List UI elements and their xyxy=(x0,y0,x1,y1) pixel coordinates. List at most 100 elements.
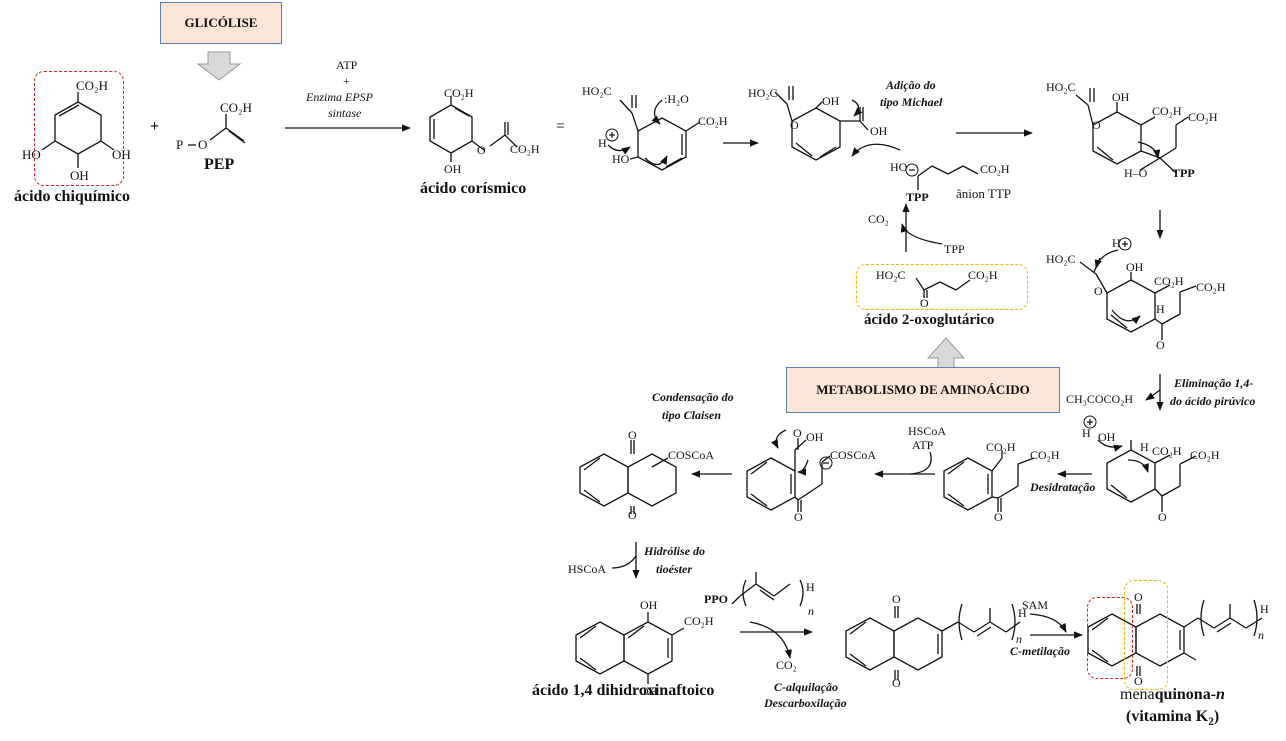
oxoglutaric-acid-structure xyxy=(915,277,971,298)
atom-co2h: CO₂H xyxy=(1152,104,1182,118)
decarboxylation-step: Descarboxilação xyxy=(764,696,847,710)
atom-co2h: CO₂H xyxy=(980,162,1010,176)
dehydration-step: Desidratação xyxy=(1030,480,1096,494)
atom-o: O xyxy=(1134,674,1143,688)
quinone-ring-highlight xyxy=(1124,580,1168,690)
dhna-structure xyxy=(575,612,685,684)
atom-coscoa: COSCoA xyxy=(830,448,877,462)
vitamin-k2-label: (vitamina K2) xyxy=(1126,708,1219,728)
glycolysis-arrow xyxy=(196,51,242,81)
amino-acid-metabolism-box: METABOLISMO DE AMINOÁCIDO xyxy=(786,367,1060,413)
atom-co2h: CO₂H xyxy=(1188,110,1218,124)
atom-o: O xyxy=(1158,510,1167,524)
plus-label: + xyxy=(343,74,350,88)
atom-oh: OH xyxy=(870,124,888,138)
elimination-step-2: do ácido pirúvico xyxy=(1170,394,1256,408)
atom-o: O xyxy=(790,118,799,132)
tpp-label: TPP xyxy=(944,242,965,256)
atom-p: P xyxy=(176,137,184,152)
atom-ho2c: HO₂C xyxy=(748,86,778,100)
atom-h: H xyxy=(1018,606,1027,620)
vitamin-k2-a: (vitamina K xyxy=(1126,708,1209,725)
menaquinone-label-b: quinona- xyxy=(1154,686,1217,703)
atom-ho2c: HO₂C xyxy=(582,84,612,98)
atom-o: O xyxy=(794,510,803,524)
demethylmenaquinone-structure xyxy=(845,603,1021,680)
atom-oh: OH xyxy=(640,684,658,698)
atom-coscoa: COSCoA xyxy=(668,448,715,462)
tpp-anion-structure xyxy=(917,165,979,190)
anion-ttp-label: ânion TTP xyxy=(956,186,1012,201)
co2-label: CO₂ xyxy=(868,212,889,226)
atom-oh: OH xyxy=(112,147,131,162)
atom-co2h: CO₂H xyxy=(1196,280,1226,294)
intermediate-5-structure xyxy=(1097,439,1197,512)
michael-step-2: tipo Michael xyxy=(880,95,943,109)
atom-h: H xyxy=(598,136,607,150)
intermediate-3-structure xyxy=(1075,88,1189,173)
atom-h: H xyxy=(1260,602,1269,616)
atom-o: O xyxy=(920,296,929,310)
atom-o: O xyxy=(198,137,208,152)
oxoglutaric-acid-label: ácido 2-oxoglutárico xyxy=(864,312,995,328)
atom-o: O xyxy=(994,510,1003,524)
atom-co2h: CO₂H xyxy=(1154,274,1184,288)
co2-released-label: CO₂ xyxy=(776,658,797,672)
atom-co2h: CO₂H xyxy=(1190,448,1220,462)
atom-ho: HO xyxy=(612,152,630,166)
menaquinone-structure xyxy=(1087,599,1263,676)
atom-oh: OH xyxy=(1112,90,1130,104)
atom-co2h: CO₂H xyxy=(986,440,1016,454)
plus-sign: + xyxy=(150,118,160,135)
coa-ester-structure xyxy=(746,429,831,512)
intermediate-1-structure xyxy=(607,95,701,171)
pyruvic-acid-label: CH₃COCO₂H xyxy=(1066,392,1134,406)
atom-h: H xyxy=(806,580,815,594)
atom-co2h: CO₂H xyxy=(698,114,728,128)
atom-o: O xyxy=(1092,118,1101,132)
menaquinone-label-n: n xyxy=(1216,686,1225,703)
atom-o: O xyxy=(1134,590,1143,604)
atom-co2h: CO₂H xyxy=(510,142,540,156)
atom-co2h: CO₂H xyxy=(1030,448,1060,462)
atom-n: n xyxy=(1258,628,1264,642)
hscoa-label: HSCoA xyxy=(568,562,607,576)
atom-o: O xyxy=(1094,284,1103,298)
oxoglutaric-highlight xyxy=(856,264,1028,310)
atom-co2h: CO₂H xyxy=(1152,444,1182,458)
claisen-step-2: tipo Claisen xyxy=(662,408,722,422)
atom-o: O xyxy=(477,143,486,157)
c-alkylation-step: C-alquilação xyxy=(774,680,839,694)
intermediate-2-structure xyxy=(774,86,901,161)
atom-ho-minus: HO xyxy=(890,160,908,174)
atom-co2h: CO₂H xyxy=(968,268,998,282)
pep-label: PEP xyxy=(204,156,235,173)
hscoa-atp-label-1: HSCoA xyxy=(908,424,947,438)
shikimic-acid-label: ácido chiquímico xyxy=(14,188,131,205)
claisen-step-1: Condensação do xyxy=(652,390,734,404)
atom-oh: OH xyxy=(444,162,462,176)
atom-oh: OH xyxy=(1126,260,1144,274)
menaquinone-label: menaquinona-n xyxy=(1120,686,1225,704)
pep-structure xyxy=(188,114,246,146)
shikimic-ring-highlight xyxy=(34,71,124,186)
atom-h: H xyxy=(1156,302,1165,316)
shikimic-acid-structure xyxy=(41,92,115,168)
tetralone-structure xyxy=(579,440,677,514)
ppo-isoprene-structure xyxy=(731,572,804,607)
atom-co2h: CO₂H xyxy=(444,86,474,100)
atom-ho: HO xyxy=(22,147,41,162)
atom-co2h: CO₂H xyxy=(684,614,714,628)
atom-oh: OH xyxy=(640,598,658,612)
dhna-label: ácido 1,4 dihidroxinaftoico xyxy=(532,682,715,699)
elimination-step-1: Eliminação 1,4- xyxy=(1174,376,1254,390)
atom-oh: OH xyxy=(806,430,824,444)
ppo-label: PPO xyxy=(704,592,728,606)
equals-sign: = xyxy=(556,118,566,135)
atom-h: H xyxy=(1140,440,1149,454)
hydrolysis-step-2: tioéster xyxy=(656,562,692,576)
atom-o: O xyxy=(892,592,901,606)
atom-oh: OH xyxy=(70,168,89,183)
chorismic-acid-label: ácido corísmico xyxy=(420,180,527,197)
